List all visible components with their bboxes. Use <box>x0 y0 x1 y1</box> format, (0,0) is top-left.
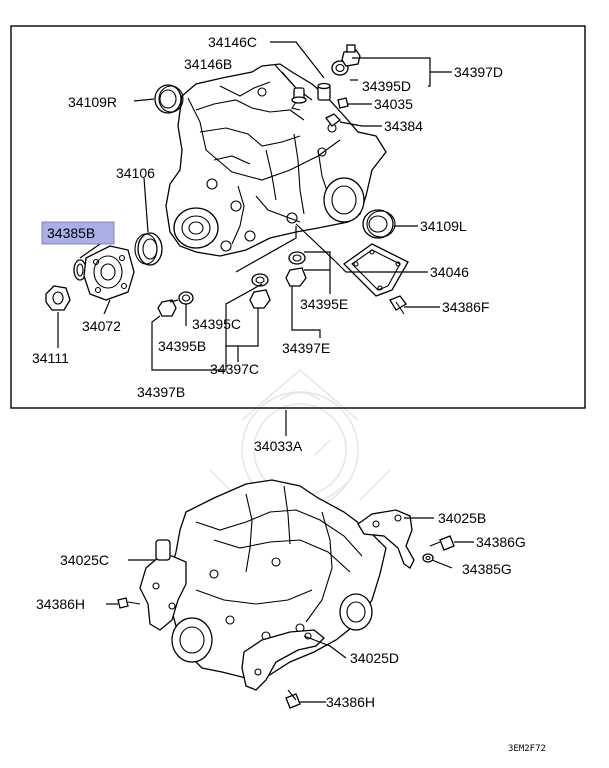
label-34385B[interactable]: 34385B <box>47 225 95 241</box>
label-34046[interactable]: 34046 <box>430 264 469 280</box>
label-34395C[interactable]: 34395C <box>192 316 241 332</box>
label-34395B[interactable]: 34395B <box>158 338 206 354</box>
label-34033A[interactable]: 34033A <box>254 438 303 454</box>
label-34109L[interactable]: 34109L <box>420 218 467 234</box>
part-labels: 34146C 34146B 34395D 34397D 34109R 34035… <box>32 34 526 710</box>
label-34384[interactable]: 34384 <box>384 118 423 134</box>
label-34106[interactable]: 34106 <box>116 165 155 181</box>
label-34146B[interactable]: 34146B <box>184 56 232 72</box>
highlight-box <box>41 221 115 245</box>
label-34035[interactable]: 34035 <box>374 96 413 112</box>
label-34386H-left[interactable]: 34386H <box>36 596 85 612</box>
exploded-view-frame <box>10 25 586 409</box>
differential-carrier-exploded <box>45 44 409 317</box>
differential-assembly <box>117 479 455 709</box>
label-34025B[interactable]: 34025B <box>438 510 486 526</box>
label-34146C[interactable]: 34146C <box>208 34 257 50</box>
label-34386G[interactable]: 34386G <box>476 534 526 550</box>
label-34025C[interactable]: 34025C <box>60 552 109 568</box>
label-34109R[interactable]: 34109R <box>68 94 117 110</box>
label-34395E[interactable]: 34395E <box>300 296 348 312</box>
label-34111[interactable]: 34111 <box>32 350 69 366</box>
leader-lines <box>57 41 452 436</box>
label-34386H-bottom[interactable]: 34386H <box>326 694 375 710</box>
label-34397B[interactable]: 34397B <box>137 384 185 400</box>
label-34072[interactable]: 34072 <box>82 318 121 334</box>
lower-leader-lines <box>106 517 474 703</box>
label-34397E[interactable]: 34397E <box>282 340 330 356</box>
label-34386F[interactable]: 34386F <box>442 299 489 315</box>
label-34385G[interactable]: 34385G <box>462 561 512 577</box>
label-34397C[interactable]: 34397C <box>210 361 259 377</box>
label-34397D[interactable]: 34397D <box>454 64 503 80</box>
label-34025D[interactable]: 34025D <box>350 650 399 666</box>
diagram-code: 3EM2F72 <box>508 744 546 754</box>
label-34395D[interactable]: 34395D <box>362 78 411 94</box>
